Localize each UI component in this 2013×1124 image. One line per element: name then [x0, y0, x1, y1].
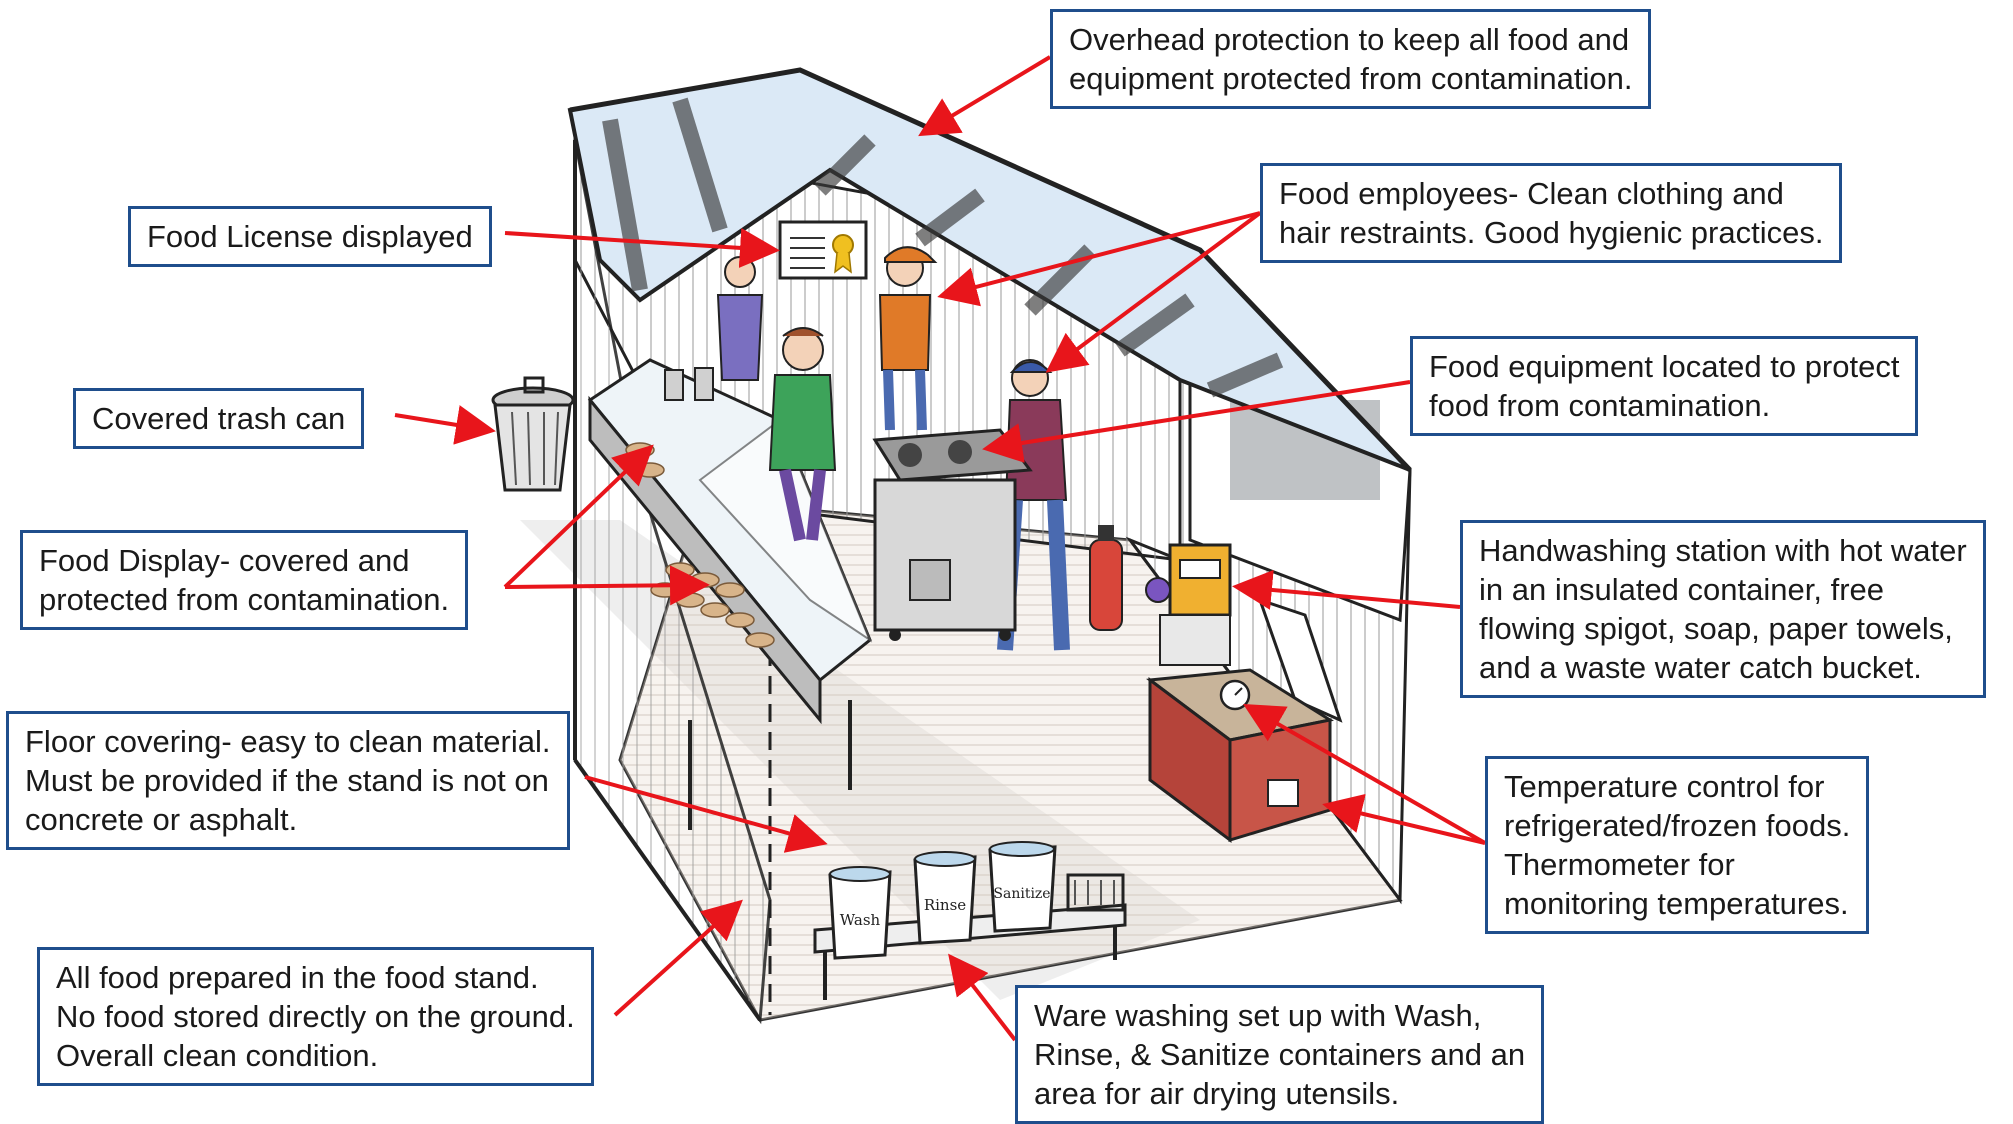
- arrow-employees-2: [1045, 211, 1262, 373]
- callout-line: flowing spigot, soap, paper towels,: [1479, 611, 1953, 646]
- callout-line: Floor covering- easy to clean material.: [25, 724, 551, 759]
- callout-line: Ware washing set up with Wash,: [1034, 998, 1482, 1033]
- arrow-trash: [394, 405, 496, 445]
- cooking-grill: [872, 428, 1033, 641]
- food-employee-back: [878, 246, 938, 431]
- callout-line: No food stored directly on the ground.: [56, 999, 575, 1034]
- sanitize-bin: Sanitize: [988, 841, 1057, 933]
- arrow-temperature-2: [1322, 793, 1486, 845]
- callout-line: Overall clean condition.: [56, 1038, 379, 1073]
- arrow-overhead: [918, 55, 1052, 137]
- callout-line: All food prepared in the food stand.: [56, 960, 539, 995]
- callout-line: Thermometer for: [1504, 847, 1735, 882]
- fire-extinguisher: [1089, 525, 1123, 631]
- callout-line: Handwashing station with hot water: [1479, 533, 1967, 568]
- callout-line: Food equipment located to protect: [1429, 349, 1900, 384]
- callout-line: Overhead protection to keep all food and: [1069, 22, 1630, 57]
- callout-food-equipment: Food equipment located to protect food f…: [1410, 336, 1919, 436]
- arrow-warewash: [948, 953, 1017, 1042]
- sanitize-bin-label: Sanitize: [993, 886, 1050, 902]
- callout-ware-washing: Ware washing set up with Wash, Rinse, & …: [1015, 985, 1545, 1124]
- rinse-bin: Rinse: [913, 851, 977, 945]
- callout-handwashing-station: Handwashing station with hot water in an…: [1460, 520, 1986, 698]
- callout-temperature-control: Temperature control for refrigerated/fro…: [1485, 756, 1870, 934]
- callout-line: Temperature control for: [1504, 769, 1825, 804]
- callout-floor-covering: Floor covering- easy to clean material. …: [6, 711, 570, 850]
- callout-line: monitoring temperatures.: [1504, 886, 1849, 921]
- rinse-bin-label: Rinse: [924, 896, 966, 914]
- covered-trash-can: [491, 376, 575, 492]
- callout-line: and a waste water catch bucket.: [1479, 650, 1922, 685]
- arrow-handwash: [1232, 569, 1461, 610]
- wash-bin-label: Wash: [840, 911, 881, 929]
- arrow-temperature-1: [1243, 704, 1486, 845]
- callout-line: Rinse, & Sanitize containers and an: [1034, 1037, 1526, 1072]
- callout-food-display: Food Display- covered and protected from…: [20, 530, 469, 630]
- arrow-license: [504, 228, 780, 268]
- handwashing-station: [1145, 543, 1232, 666]
- callout-line: in an insulated container, free: [1479, 572, 1884, 607]
- arrow-employees-1: [937, 211, 1261, 307]
- food-employee-left: [716, 256, 764, 381]
- drying-rack: [1066, 873, 1125, 912]
- thermometer: [1219, 679, 1251, 711]
- callout-line: Covered trash can: [92, 401, 346, 436]
- callout-line: area for air drying utensils.: [1034, 1076, 1400, 1111]
- callout-line: refrigerated/frozen foods.: [1504, 808, 1851, 843]
- callout-line: concrete or asphalt.: [25, 802, 298, 837]
- arrow-display-2: [504, 565, 710, 606]
- callout-line: Food employees- Clean clothing and: [1279, 176, 1784, 211]
- callout-covered-trash: Covered trash can: [73, 388, 365, 449]
- callout-food-license: Food License displayed: [128, 206, 492, 267]
- callout-line: Must be provided if the stand is not on: [25, 763, 549, 798]
- arrow-floor: [584, 775, 828, 853]
- arrow-prepared: [613, 899, 743, 1017]
- callout-line: Food License displayed: [147, 219, 473, 254]
- callout-line: equipment protected from contamination.: [1069, 61, 1633, 96]
- callout-line: food from contamination.: [1429, 388, 1771, 423]
- callout-arrows: [394, 55, 1486, 1042]
- food-license-certificate: [778, 220, 868, 280]
- callout-food-employees: Food employees- Clean clothing and hair …: [1260, 163, 1843, 263]
- arrow-equipment: [982, 380, 1411, 463]
- food-employee-center: [768, 327, 837, 542]
- callout-food-prepared: All food prepared in the food stand. No …: [37, 947, 594, 1086]
- arrow-display-1: [503, 444, 654, 589]
- callout-line: protected from contamination.: [39, 582, 450, 617]
- callout-line: Food Display- covered and: [39, 543, 410, 578]
- wash-bin: Wash: [828, 866, 892, 960]
- callout-overhead-protection: Overhead protection to keep all food and…: [1050, 9, 1652, 109]
- callout-line: hair restraints. Good hygienic practices…: [1279, 215, 1824, 250]
